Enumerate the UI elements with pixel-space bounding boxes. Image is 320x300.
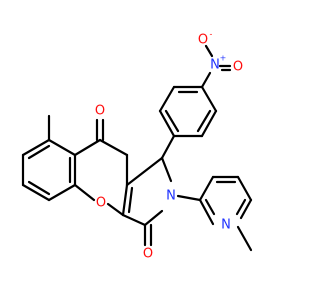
bond [98, 138, 129, 157]
bond [239, 198, 253, 220]
atom-nitro-n: N [210, 58, 220, 73]
bond [73, 138, 102, 157]
bond [235, 198, 247, 216]
bond [121, 213, 147, 227]
atom-nitro-n-charge: + [220, 54, 227, 63]
atom-nitro-o-right: O [233, 60, 243, 75]
bond [176, 194, 202, 202]
atom-nitro-o-top: O [198, 33, 208, 48]
bond [21, 138, 51, 157]
bond [160, 134, 176, 160]
atom-carbonyl-o-top: O [95, 104, 105, 119]
molecule-structure-diagram: N + O - O O O O N N [21, 30, 253, 262]
atom-nitro-o-top-charge: - [210, 30, 213, 39]
bond [236, 225, 253, 252]
bond [198, 198, 215, 226]
bond [204, 198, 216, 216]
atom-carbonyl-o-bottom: O [143, 247, 153, 262]
bond [73, 183, 96, 202]
bond [236, 175, 253, 202]
bond [164, 109, 180, 133]
bond [160, 156, 173, 183]
bond [27, 144, 51, 160]
bond [125, 156, 164, 187]
atom-pyridine-n: N [221, 218, 231, 233]
bond [200, 109, 218, 138]
bonds [21, 44, 253, 252]
atom-labels: N + O - O O O O N N [95, 30, 243, 262]
bond [21, 183, 51, 202]
bond [158, 85, 176, 113]
bond [27, 180, 51, 196]
bond [198, 175, 215, 202]
bond [158, 109, 176, 138]
bond [196, 109, 212, 133]
bond [200, 85, 218, 113]
bond [143, 209, 164, 227]
bond [204, 44, 214, 58]
bond [47, 183, 77, 202]
bond [200, 71, 212, 89]
bond [47, 138, 77, 157]
bond [106, 202, 125, 217]
atom-ring-o: O [96, 196, 106, 211]
atom-lactam-n: N [166, 189, 176, 204]
bond [127, 186, 134, 214]
bond [121, 183, 129, 217]
